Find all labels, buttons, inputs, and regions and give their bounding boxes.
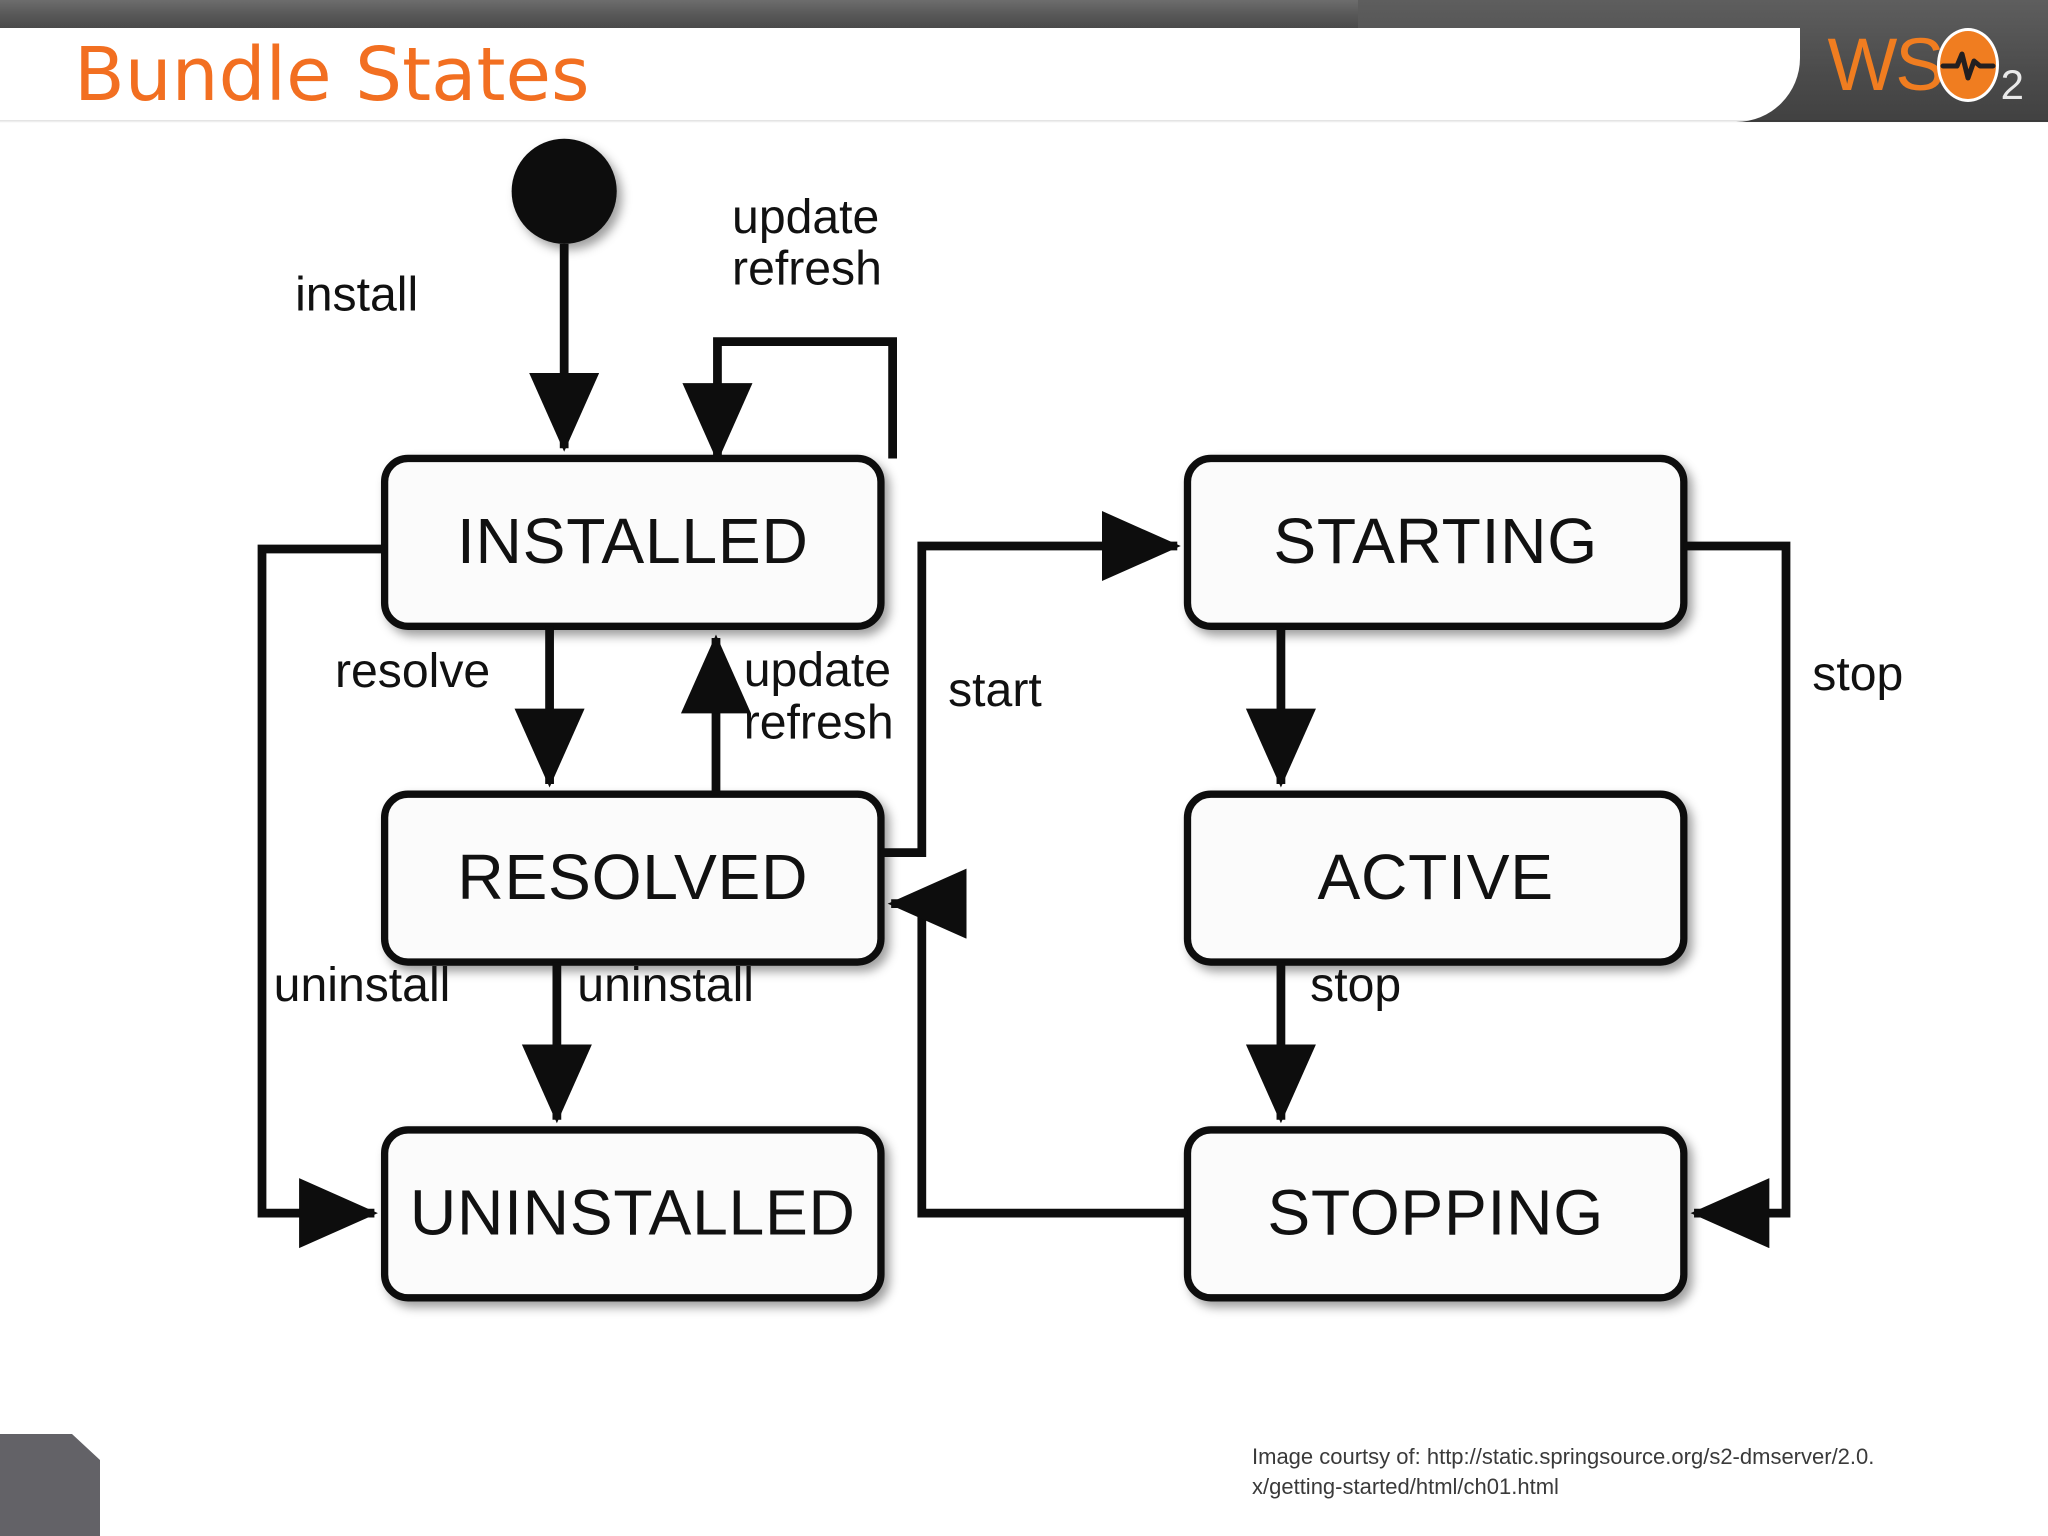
- wso2-logo: WS 2: [1827, 22, 2024, 108]
- edge-label-start: start: [948, 663, 1042, 717]
- state-installed[interactable]: INSTALLED: [380, 454, 885, 630]
- header-notch: [0, 28, 1800, 122]
- transition-resolve: resolve: [335, 626, 585, 788]
- edge-label-update-top: update: [732, 190, 879, 244]
- transition-uninstall-mid: uninstall: [521, 958, 754, 1124]
- state-starting[interactable]: STARTING: [1183, 454, 1688, 630]
- state-active[interactable]: ACTIVE: [1183, 790, 1688, 966]
- edge-label-update-back: update: [744, 643, 891, 697]
- transition-stopping-resolved: [887, 868, 1188, 1218]
- transition-update-refresh-back: update refresh: [680, 634, 894, 795]
- transition-uninstall-left: uninstall: [257, 544, 451, 1249]
- transition-update-refresh-top: update refresh: [682, 190, 898, 462]
- edge-label-refresh-back: refresh: [744, 695, 894, 749]
- state-label-stopping: STOPPING: [1267, 1176, 1604, 1248]
- image-credit-line2: x/getting-started/html/ch01.html: [1252, 1473, 1559, 1499]
- state-stopping[interactable]: STOPPING: [1183, 1126, 1688, 1302]
- transition-stop-mid: stop: [1245, 958, 1401, 1124]
- image-credit: Image courtsy of: http://static.springso…: [1252, 1442, 2042, 1501]
- edge-label-stop-mid: stop: [1310, 958, 1401, 1012]
- edge-label-refresh-top: refresh: [732, 241, 882, 295]
- edge-label-uninstall-mid: uninstall: [577, 958, 754, 1012]
- initial-state-dot: [511, 138, 617, 244]
- transition-install: install: [295, 243, 600, 452]
- transition-stop-right: stop: [1683, 541, 1903, 1249]
- logo-subscript: 2: [2000, 61, 2024, 108]
- edge-label-uninstall-left: uninstall: [274, 958, 451, 1012]
- state-label-installed: INSTALLED: [457, 505, 809, 577]
- logo-ws-text: WS: [1827, 23, 1944, 106]
- state-resolved[interactable]: RESOLVED: [380, 790, 885, 966]
- state-label-uninstalled: UNINSTALLED: [410, 1176, 856, 1248]
- corner-decoration: [0, 1434, 100, 1536]
- edge-label-resolve: resolve: [335, 644, 490, 698]
- header-shadow: [0, 120, 2048, 123]
- state-label-starting: STARTING: [1273, 505, 1598, 577]
- state-uninstalled[interactable]: UNINSTALLED: [380, 1126, 885, 1302]
- page-title: Bundle States: [74, 32, 590, 118]
- state-label-resolved: RESOLVED: [457, 841, 808, 913]
- image-credit-line1: Image courtsy of: http://static.springso…: [1252, 1444, 1875, 1469]
- transition-start: start: [880, 511, 1181, 857]
- edge-label-stop-right: stop: [1812, 647, 1903, 701]
- pulse-wave-icon: [1936, 28, 1999, 102]
- edge-label-install: install: [295, 268, 418, 322]
- state-label-active: ACTIVE: [1317, 841, 1553, 913]
- bundle-states-diagram: INSTALLED RESOLVED UNINSTALLED STARTING …: [0, 130, 2048, 1400]
